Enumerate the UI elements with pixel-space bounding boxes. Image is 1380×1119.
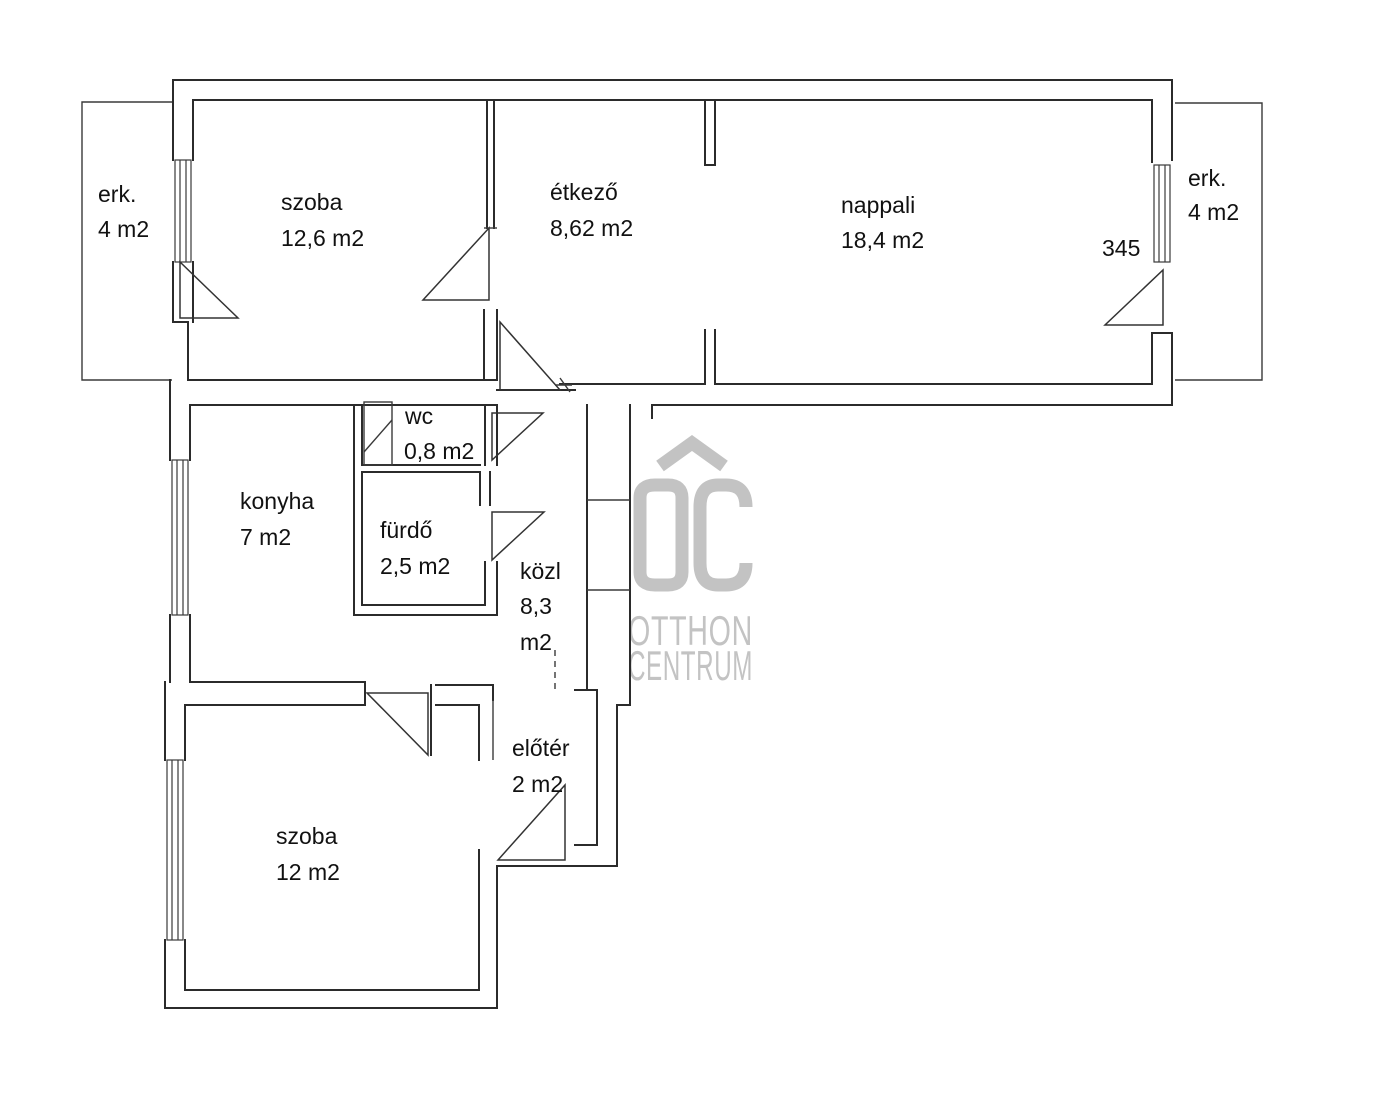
balcony-left-outline [81, 101, 172, 381]
room-hallway-name: közl [520, 558, 561, 584]
room-labels: erk. 4 m2 szoba 12,6 m2 étkező 8,62 m2 n… [98, 165, 1239, 885]
watermark: OTTHON CENTRUM [628, 434, 753, 689]
room-wc-area: 0,8 m2 [404, 438, 474, 464]
outer-walls [164, 79, 1173, 1009]
room-bathroom-name: fürdő [380, 517, 432, 543]
windows [166, 159, 1171, 941]
room-dining-area: 8,62 m2 [550, 215, 633, 241]
room-szoba-1-area: 12,6 m2 [281, 225, 364, 251]
room-balcony-right-name: erk. [1188, 165, 1226, 191]
watermark-otthon: OTTHON [628, 607, 753, 654]
room-entrance-area: 2 m2 [512, 771, 563, 797]
room-hallway-area-value: 8,3 [520, 593, 552, 619]
room-dining-name: étkező [550, 179, 618, 205]
dimension-note: 345 [1102, 235, 1140, 261]
room-balcony-left-name: erk. [98, 181, 136, 207]
room-balcony-right-area: 4 m2 [1188, 199, 1239, 225]
room-szoba-2-name: szoba [276, 823, 338, 849]
interior-walls [184, 99, 716, 867]
room-szoba-1-name: szoba [281, 189, 343, 215]
room-kitchen-name: konyha [240, 488, 314, 514]
room-entrance-name: előtér [512, 735, 570, 761]
room-balcony-left-area: 4 m2 [98, 216, 149, 242]
room-hallway-area-unit: m2 [520, 629, 552, 655]
room-living-area: 18,4 m2 [841, 227, 924, 253]
room-szoba-2-area: 12 m2 [276, 859, 340, 885]
room-wc-name: wc [404, 403, 433, 429]
room-living-name: nappali [841, 192, 915, 218]
watermark-centrum: CENTRUM [628, 642, 753, 689]
room-bathroom-area: 2,5 m2 [380, 553, 450, 579]
doors [179, 226, 1164, 861]
balcony-right-outline [1175, 102, 1263, 381]
room-kitchen-area: 7 m2 [240, 524, 291, 550]
